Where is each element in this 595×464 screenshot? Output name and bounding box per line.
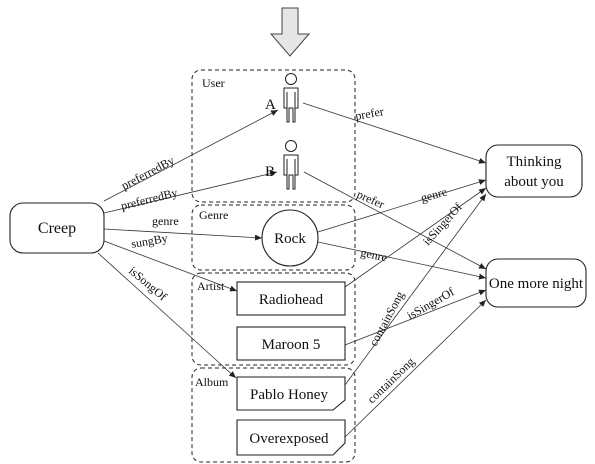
thinking-about-you-label-line2: about you (504, 174, 564, 190)
artist-group (191, 272, 356, 366)
pablo-honey-node (236, 376, 346, 411)
edge-creep-b (103, 170, 278, 214)
radiohead-node-label: Radiohead (259, 292, 324, 308)
edge-radiohead-thinking (344, 187, 487, 288)
pablo-honey-node-label: Pablo Honey (250, 387, 328, 403)
overexposed-node-label: Overexposed (249, 431, 329, 447)
album-group (191, 367, 356, 463)
edge-a-thinking (302, 102, 487, 164)
thinking-about-you-node (485, 144, 583, 198)
edge-rock-thinking (317, 179, 487, 233)
user-a-label: A (265, 97, 276, 113)
edge-creep-radiohead (103, 240, 238, 292)
user-b-person-icon (283, 140, 299, 190)
rock-node (261, 209, 319, 267)
input-arrow-icon (269, 7, 311, 57)
maroon5-node-label: Maroon 5 (262, 337, 321, 353)
creep-node-label: Creep (38, 220, 76, 237)
edge-label-a-thinking: prefer (354, 104, 385, 123)
thinking-about-you-label-line1: Thinking (507, 154, 562, 170)
artist-group-label: Artist (197, 279, 225, 293)
edge-label-rock-onemore: genre (359, 245, 388, 264)
edge-label-creep-radiohead: sungBy (130, 231, 169, 251)
album-group-label: Album (195, 375, 229, 389)
genre-group-label: Genre (199, 208, 228, 222)
edge-creep-rock (103, 228, 263, 241)
edge-label-pablo-thinking: containSong (366, 289, 407, 349)
overexposed-node (236, 419, 346, 456)
edge-label-overexposed-onemore: containSong (364, 354, 417, 406)
one-more-night-label: One more night (489, 276, 584, 292)
one-more-night-node (485, 258, 587, 308)
edge-label-rock-thinking: genre (419, 184, 448, 204)
rock-node-label: Rock (274, 231, 306, 247)
edge-label-creep-rock: genre (152, 214, 179, 228)
user-a-person-icon (283, 73, 299, 123)
edge-pablo-thinking (344, 193, 487, 386)
user-group-label: User (202, 76, 225, 90)
edge-b-onemore (303, 171, 487, 270)
radiohead-node (236, 281, 346, 316)
user-b-label: B (265, 164, 275, 180)
edge-label-maroon5-onemore: isSingerOf (405, 284, 457, 322)
creep-node (9, 202, 105, 254)
edge-maroon5-onemore (344, 289, 487, 346)
edge-label-radiohead-thinking: isSingerOf (420, 200, 465, 248)
edge-creep-a (103, 109, 279, 202)
edge-overexposed-onemore (344, 299, 487, 438)
maroon5-node (236, 326, 346, 361)
edge-creep-pablo (97, 252, 237, 379)
user-group (191, 69, 356, 203)
edge-rock-onemore (317, 241, 487, 280)
genre-group (191, 204, 356, 271)
edge-label-creep-pablo: isSongOf (126, 264, 170, 304)
